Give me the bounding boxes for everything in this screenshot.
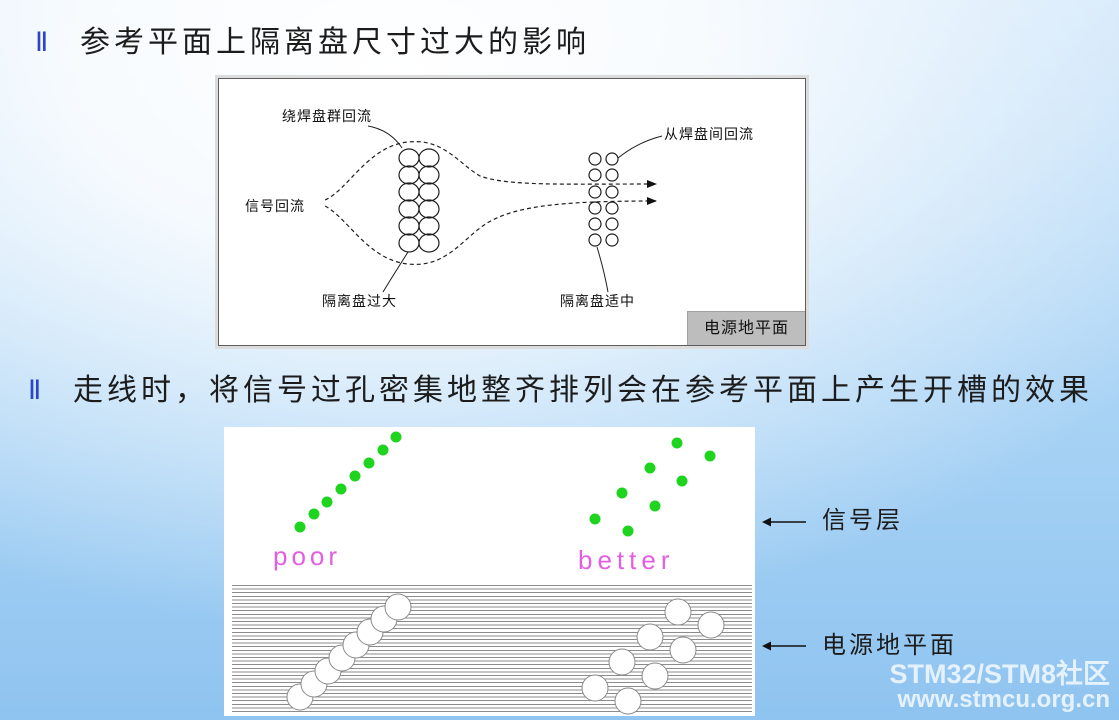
leader-line-antipad-moderate bbox=[596, 246, 609, 293]
plane-antipad bbox=[697, 611, 725, 639]
large-antipad bbox=[398, 216, 420, 236]
heading-via-slot-effect: 走线时，将信号过孔密集地整齐排列会在参考平面上产生开槽的效果 bbox=[73, 373, 1093, 408]
leader-line-around-pads bbox=[367, 125, 403, 149]
plane-antipad bbox=[669, 636, 697, 664]
watermark-community: STM32/STM8社区 bbox=[889, 659, 1110, 689]
signal-layer-label: 信号层 bbox=[822, 506, 903, 534]
signal-via bbox=[649, 500, 661, 512]
large-antipad bbox=[398, 165, 420, 185]
signal-via bbox=[294, 521, 306, 533]
signal-via bbox=[622, 525, 634, 537]
plane-antipad bbox=[384, 593, 412, 621]
moderate-antipad bbox=[588, 152, 602, 166]
signal-via bbox=[644, 462, 656, 474]
large-antipad bbox=[418, 233, 440, 253]
label-antipad-moderate: 隔离盘适中 bbox=[560, 293, 635, 310]
signal-via bbox=[377, 444, 389, 456]
leader-line-between-pads bbox=[617, 135, 663, 159]
plane-antipad bbox=[614, 687, 642, 715]
plane-label-tag: 电源地平面 bbox=[687, 311, 805, 345]
plane-antipad bbox=[664, 598, 692, 626]
moderate-antipad bbox=[605, 185, 619, 199]
return-current-path-upper bbox=[324, 141, 657, 201]
plane-antipad bbox=[608, 648, 636, 676]
moderate-antipad-cluster bbox=[588, 152, 619, 247]
bullet-marker: Ⅱ bbox=[35, 27, 49, 58]
moderate-antipad bbox=[605, 217, 619, 231]
figure-via-arrangement: poor better bbox=[224, 427, 755, 716]
plane-antipads-better bbox=[581, 598, 725, 715]
antipad-return-diagram: 绕焊盘群回流 信号回流 隔离盘过大 从焊盘间回流 隔离盘适中 bbox=[245, 108, 754, 310]
bullet-marker: Ⅱ bbox=[28, 375, 42, 406]
label-signal-return: 信号回流 bbox=[245, 199, 305, 215]
signal-vias-better bbox=[589, 437, 716, 537]
figure-antipad-size: 绕焊盘群回流 信号回流 隔离盘过大 从焊盘间回流 隔离盘适中 电源地平面 bbox=[218, 78, 806, 346]
label-antipad-too-large: 隔离盘过大 bbox=[322, 293, 397, 310]
large-antipad bbox=[418, 216, 440, 236]
large-antipad bbox=[418, 182, 440, 202]
signal-via bbox=[363, 457, 375, 469]
large-antipad bbox=[398, 199, 420, 219]
moderate-antipad bbox=[588, 185, 602, 199]
plane-antipads-poor bbox=[286, 593, 412, 711]
caption-poor: poor bbox=[273, 541, 342, 571]
left-arrow-icon bbox=[762, 637, 808, 651]
signal-via bbox=[349, 470, 361, 482]
signal-vias-poor bbox=[294, 431, 402, 533]
moderate-antipad bbox=[588, 217, 602, 231]
large-antipad bbox=[418, 199, 440, 219]
left-arrow-icon bbox=[762, 513, 808, 527]
signal-via bbox=[589, 513, 601, 525]
signal-via bbox=[390, 431, 402, 443]
moderate-antipad bbox=[588, 168, 602, 182]
plane-antipad bbox=[641, 662, 669, 690]
signal-via bbox=[321, 496, 333, 508]
plane-layer-label: 电源地平面 bbox=[822, 631, 957, 659]
signal-via bbox=[335, 483, 347, 495]
large-antipad bbox=[398, 182, 420, 202]
signal-via bbox=[671, 437, 683, 449]
moderate-antipad bbox=[588, 201, 602, 215]
watermark-url: www.stmcu.org.cn bbox=[897, 686, 1110, 713]
large-antipad-cluster bbox=[398, 148, 440, 253]
caption-better: better bbox=[578, 545, 675, 575]
moderate-antipad bbox=[605, 233, 619, 247]
large-antipad bbox=[398, 148, 420, 168]
leader-line-antipad-too-large bbox=[382, 251, 409, 293]
moderate-antipad bbox=[605, 201, 619, 215]
label-return-between-pads: 从焊盘间回流 bbox=[664, 126, 754, 143]
plane-antipad bbox=[581, 674, 609, 702]
moderate-antipad bbox=[588, 233, 602, 247]
heading-antipad-size: 参考平面上隔离盘尺寸过大的影响 bbox=[80, 25, 590, 60]
large-antipad bbox=[418, 148, 440, 168]
signal-via bbox=[704, 450, 716, 462]
moderate-antipad bbox=[605, 168, 619, 182]
large-antipad bbox=[398, 233, 420, 253]
via-arrangement-diagram bbox=[286, 431, 725, 715]
signal-via bbox=[616, 487, 628, 499]
plane-antipad bbox=[636, 623, 664, 651]
signal-via bbox=[308, 508, 320, 520]
return-current-path-lower bbox=[324, 197, 657, 265]
signal-via bbox=[676, 475, 688, 487]
label-around-pads-return: 绕焊盘群回流 bbox=[282, 108, 372, 125]
moderate-antipad bbox=[605, 152, 619, 166]
large-antipad bbox=[418, 165, 440, 185]
